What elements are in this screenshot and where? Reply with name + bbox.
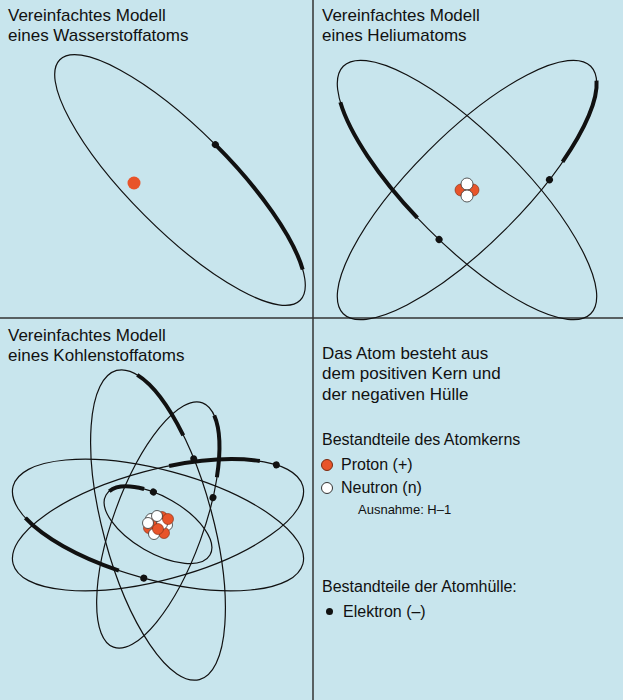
neutron xyxy=(152,511,163,522)
proton xyxy=(128,177,141,190)
legend-heading: Bestandteile der Atomhülle: xyxy=(322,577,612,596)
electron xyxy=(189,454,198,463)
carbon-orbit xyxy=(71,387,245,662)
electron xyxy=(208,493,217,502)
legend-swatch xyxy=(321,459,333,471)
proton xyxy=(163,514,174,525)
orbit-trail xyxy=(197,145,322,270)
orbit-trail xyxy=(169,443,260,484)
orbit-trail xyxy=(195,415,237,477)
orbit xyxy=(0,433,317,617)
neutron xyxy=(461,178,473,190)
panel-heading: Vereinfachtes Modell eines Heliumatoms xyxy=(322,6,522,47)
legend-text: Neutron (n) xyxy=(341,478,422,497)
legend-entry: Proton (+) xyxy=(321,455,413,474)
carbon-orbit xyxy=(92,469,225,579)
electron xyxy=(544,175,554,185)
explanation-text: Das Atom besteht aus dem positiven Kern … xyxy=(322,344,517,405)
orbit-trail xyxy=(321,102,437,218)
proton xyxy=(153,524,164,535)
note-text: Ausnahme: H–1 xyxy=(358,502,598,518)
helium-orbit xyxy=(302,27,623,355)
orbit xyxy=(24,24,335,335)
orbit-trail xyxy=(539,81,620,162)
legend-text: Proton (+) xyxy=(341,455,413,474)
carbon-nucleus xyxy=(143,511,174,540)
divider-line xyxy=(0,317,623,319)
legend-heading: Bestandteile des Atomkerns xyxy=(322,430,612,449)
hydrogen-orbits xyxy=(24,22,338,336)
carbon-orbit xyxy=(63,356,252,694)
neutron xyxy=(461,190,473,202)
orbit xyxy=(304,27,623,352)
orbit xyxy=(63,356,252,694)
legend-swatch xyxy=(326,608,333,615)
legend-entry: Elektron (–) xyxy=(323,602,426,621)
divider-line xyxy=(312,0,314,700)
legend-entry: Neutron (n) xyxy=(321,478,422,497)
legend-text: Elektron (–) xyxy=(343,602,426,621)
electron xyxy=(149,487,159,497)
orbit xyxy=(92,471,224,579)
electron xyxy=(139,574,148,583)
legend-swatch xyxy=(321,482,333,494)
panel-heading: Vereinfachtes Modell eines Wasserstoffat… xyxy=(8,6,208,47)
helium-orbit xyxy=(304,27,623,352)
neutron xyxy=(143,518,154,529)
orbit xyxy=(304,27,623,352)
orbit-trail xyxy=(137,367,183,442)
carbon-orbit xyxy=(0,433,317,617)
helium-nucleus xyxy=(455,178,479,202)
orbit xyxy=(71,387,244,662)
electron xyxy=(434,235,444,245)
orbit xyxy=(0,433,317,617)
carbon-orbit xyxy=(0,433,317,620)
electron xyxy=(272,461,281,470)
orbit-trail xyxy=(109,474,144,505)
panel-heading: Vereinfachtes Modell eines Kohlenstoffat… xyxy=(8,326,208,367)
electron xyxy=(210,140,220,150)
